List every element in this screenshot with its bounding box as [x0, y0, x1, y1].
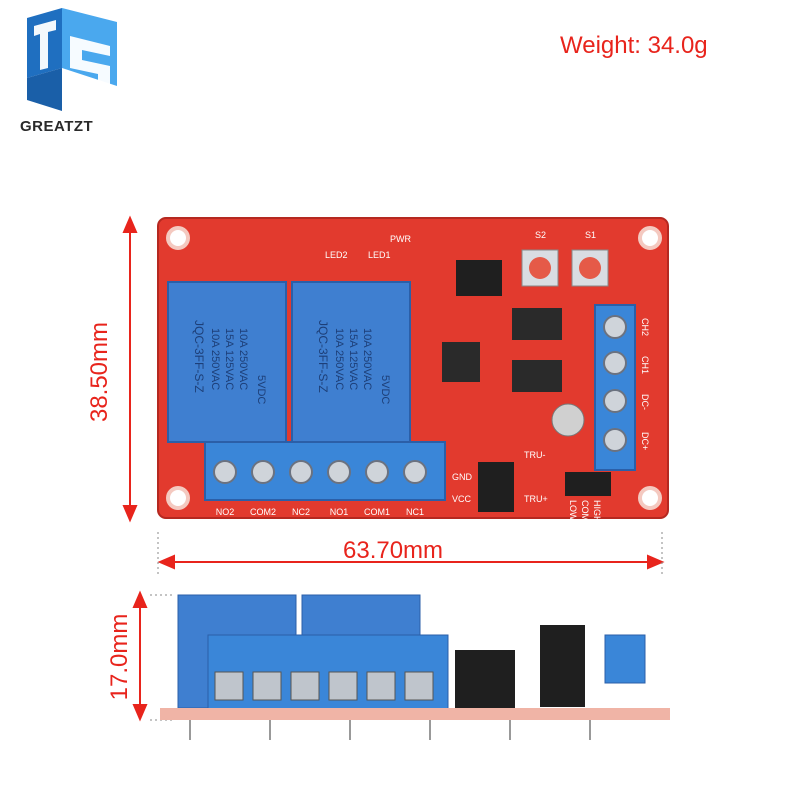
relay-1: JQC-3FF-S-Z 10A 250VAC 15A 125VAC 10A 25… — [291, 281, 411, 443]
input-dc-minus: DC- — [640, 394, 650, 410]
push-buttons — [521, 249, 609, 287]
height-dimension-label: 17.0mm — [106, 613, 133, 701]
input-dc-plus: DC+ — [640, 432, 650, 450]
pcb-side-view — [160, 594, 670, 740]
input-ch2: CH2 — [640, 318, 650, 336]
relay-2-model: JQC-3FF-S-Z — [192, 320, 206, 393]
label-power: PWR — [390, 234, 411, 244]
input-terminal-block — [594, 304, 636, 471]
relay-1-rating-3: 10A 250VAC — [361, 328, 373, 390]
brand-name: GREATZT — [20, 118, 94, 135]
terminal-com1: COM1 — [364, 507, 390, 517]
relay-2: JQC-3FF-S-Z 10A 250VAC 15A 125VAC 10A 25… — [167, 281, 287, 443]
terminal-no2: NO2 — [216, 507, 235, 517]
relay-2-coil: 5VDC — [255, 375, 267, 404]
relay-1-coil: 5VDC — [379, 375, 391, 404]
relay-1-model: JQC-3FF-S-Z — [316, 320, 330, 393]
label-tru-minus: TRU- — [524, 450, 546, 460]
mounting-holes — [166, 226, 662, 510]
label-s2: S2 — [535, 230, 546, 240]
relay-1-rating-2: 15A 125VAC — [347, 328, 359, 390]
pcb-top-view: JQC-3FF-S-Z 10A 250VAC 15A 125VAC 10A 25… — [157, 217, 669, 520]
width-dimension-label: 63.70mm — [343, 537, 444, 564]
label-com: COM — [580, 500, 590, 520]
label-vcc: VCC — [452, 494, 472, 504]
input-ch1: CH1 — [640, 356, 650, 374]
label-led2: LED2 — [325, 250, 348, 260]
relay-2-rating-1: 10A 250VAC — [209, 328, 221, 390]
length-dimension-label: 38.50mm — [86, 321, 113, 423]
label-led1: LED1 — [368, 250, 391, 260]
relay-2-rating-2: 15A 125VAC — [223, 328, 235, 390]
terminal-no1: NO1 — [330, 507, 349, 517]
label-high: HIGH — [592, 500, 602, 520]
relay-1-rating-1: 10A 250VAC — [333, 328, 345, 390]
output-terminal-block — [204, 441, 446, 501]
label-s1: S1 — [585, 230, 596, 240]
terminal-nc2: NC2 — [292, 507, 310, 517]
weight-label: Weight: 34.0g — [560, 32, 708, 59]
label-gnd: GND — [452, 472, 473, 482]
terminal-com2: COM2 — [250, 507, 276, 517]
relay-2-rating-3: 10A 250VAC — [237, 328, 249, 390]
brand-logo-icon — [27, 8, 117, 111]
label-tru-plus: TRU+ — [524, 494, 548, 504]
terminal-nc1: NC1 — [406, 507, 424, 517]
label-low: LOW — [568, 500, 578, 520]
